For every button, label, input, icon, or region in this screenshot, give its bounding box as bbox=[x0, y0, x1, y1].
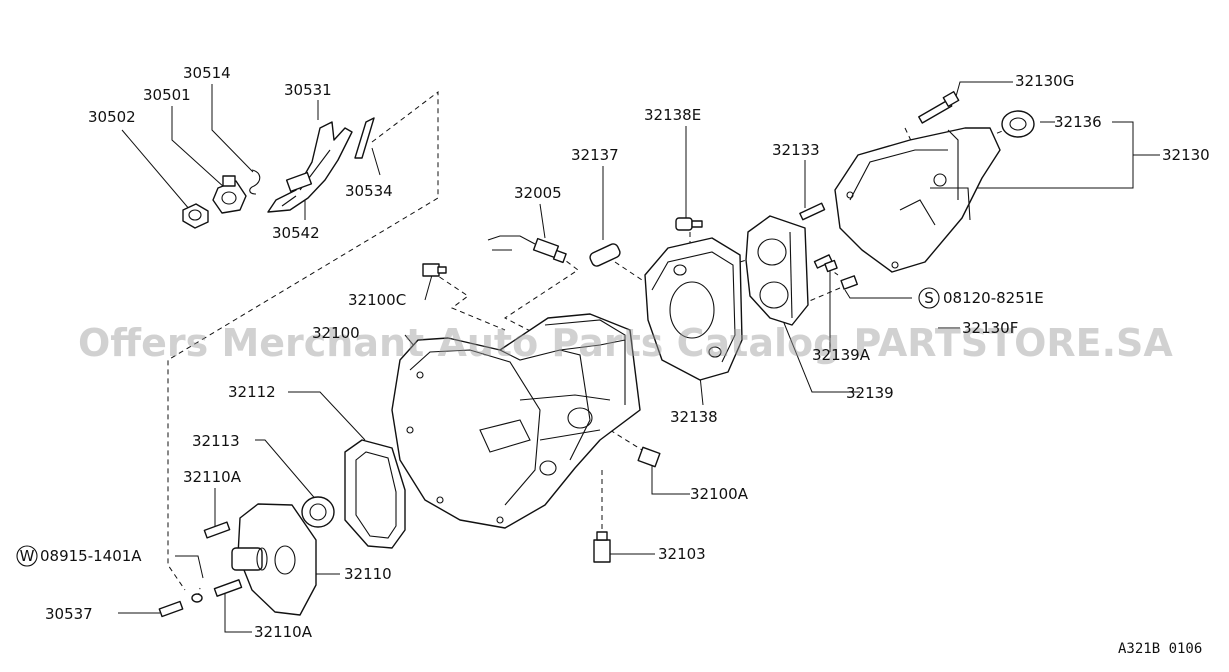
spring-30534 bbox=[354, 117, 375, 159]
label-32110A-top: 32110A bbox=[183, 468, 242, 486]
label-30501: 30501 bbox=[143, 86, 191, 104]
plug-32137 bbox=[589, 243, 621, 267]
front-cover-32110 bbox=[231, 503, 317, 616]
label-32113: 32113 bbox=[192, 432, 240, 450]
label-30542: 30542 bbox=[272, 224, 320, 242]
bolt-32110A-top bbox=[203, 521, 231, 539]
transmission-case-32100 bbox=[391, 313, 641, 529]
label-32103: 32103 bbox=[658, 545, 706, 563]
label-32137: 32137 bbox=[571, 146, 619, 164]
plug-32138E bbox=[675, 217, 703, 231]
label-32100: 32100 bbox=[312, 324, 360, 342]
svg-text:S: S bbox=[924, 289, 934, 307]
svg-text:W: W bbox=[20, 547, 35, 565]
adapter-plate-32138 bbox=[644, 237, 743, 381]
plug-32100A bbox=[637, 446, 661, 468]
label-32139A: 32139A bbox=[812, 346, 871, 364]
nut-30502 bbox=[182, 203, 209, 229]
s-mark-symbol: S bbox=[918, 287, 940, 309]
label-32112: 32112 bbox=[228, 383, 276, 401]
release-fork-30531 bbox=[267, 121, 353, 213]
label-32100A: 32100A bbox=[690, 485, 749, 503]
label-32130G: 32130G bbox=[1015, 72, 1074, 90]
rear-plate-32139 bbox=[745, 215, 809, 326]
seal-32113 bbox=[301, 496, 335, 528]
label-30531: 30531 bbox=[284, 81, 332, 99]
bolts-08120 bbox=[824, 259, 858, 290]
rear-extension-32130 bbox=[834, 127, 1001, 273]
watermark-text: Offers Merchant Auto Parts Catalog PARTS… bbox=[78, 321, 1173, 365]
switch-harness-32005 bbox=[487, 235, 567, 264]
label-30534: 30534 bbox=[345, 182, 393, 200]
label-30502: 30502 bbox=[88, 108, 136, 126]
bolt-32110A-bottom bbox=[213, 579, 243, 597]
label-32133: 32133 bbox=[772, 141, 820, 159]
pivot-bolt-30501 bbox=[212, 175, 247, 214]
gasket-32112 bbox=[344, 439, 406, 549]
label-08120-8251E: 08120-8251E bbox=[943, 289, 1044, 307]
label-08915-1401A: 08915-1401A bbox=[40, 547, 142, 565]
label-32130: 32130 bbox=[1162, 146, 1210, 164]
label-32110A-bottom: 32110A bbox=[254, 623, 313, 641]
plug-32103 bbox=[593, 531, 611, 563]
label-32139: 32139 bbox=[846, 384, 894, 402]
label-32138: 32138 bbox=[670, 408, 718, 426]
spring-clip-30514 bbox=[249, 169, 261, 195]
bolt-32130G bbox=[918, 90, 960, 124]
pins-32133 bbox=[799, 202, 833, 269]
shift-fork-group bbox=[182, 117, 375, 229]
label-32138E: 32138E bbox=[644, 106, 701, 124]
label-32005: 32005 bbox=[514, 184, 562, 202]
w-mark-symbol: W bbox=[16, 545, 38, 567]
label-30537: 30537 bbox=[45, 605, 93, 623]
label-32100C: 32100C bbox=[348, 291, 406, 309]
retainer-30542 bbox=[285, 171, 313, 193]
label-30514: 30514 bbox=[183, 64, 231, 82]
part-number-labels: 30502 30501 30514 30531 30534 30542 3200… bbox=[40, 64, 1210, 641]
bolt-32100C bbox=[422, 263, 447, 277]
washer-08915 bbox=[191, 593, 203, 603]
diagram-reference-code: A321B 0106 bbox=[1118, 641, 1202, 657]
seal-32136 bbox=[1001, 110, 1035, 138]
label-32130F: 32130F bbox=[962, 319, 1018, 337]
label-32110: 32110 bbox=[344, 565, 392, 583]
label-32136: 32136 bbox=[1054, 113, 1102, 131]
bolt-30537 bbox=[158, 600, 184, 618]
